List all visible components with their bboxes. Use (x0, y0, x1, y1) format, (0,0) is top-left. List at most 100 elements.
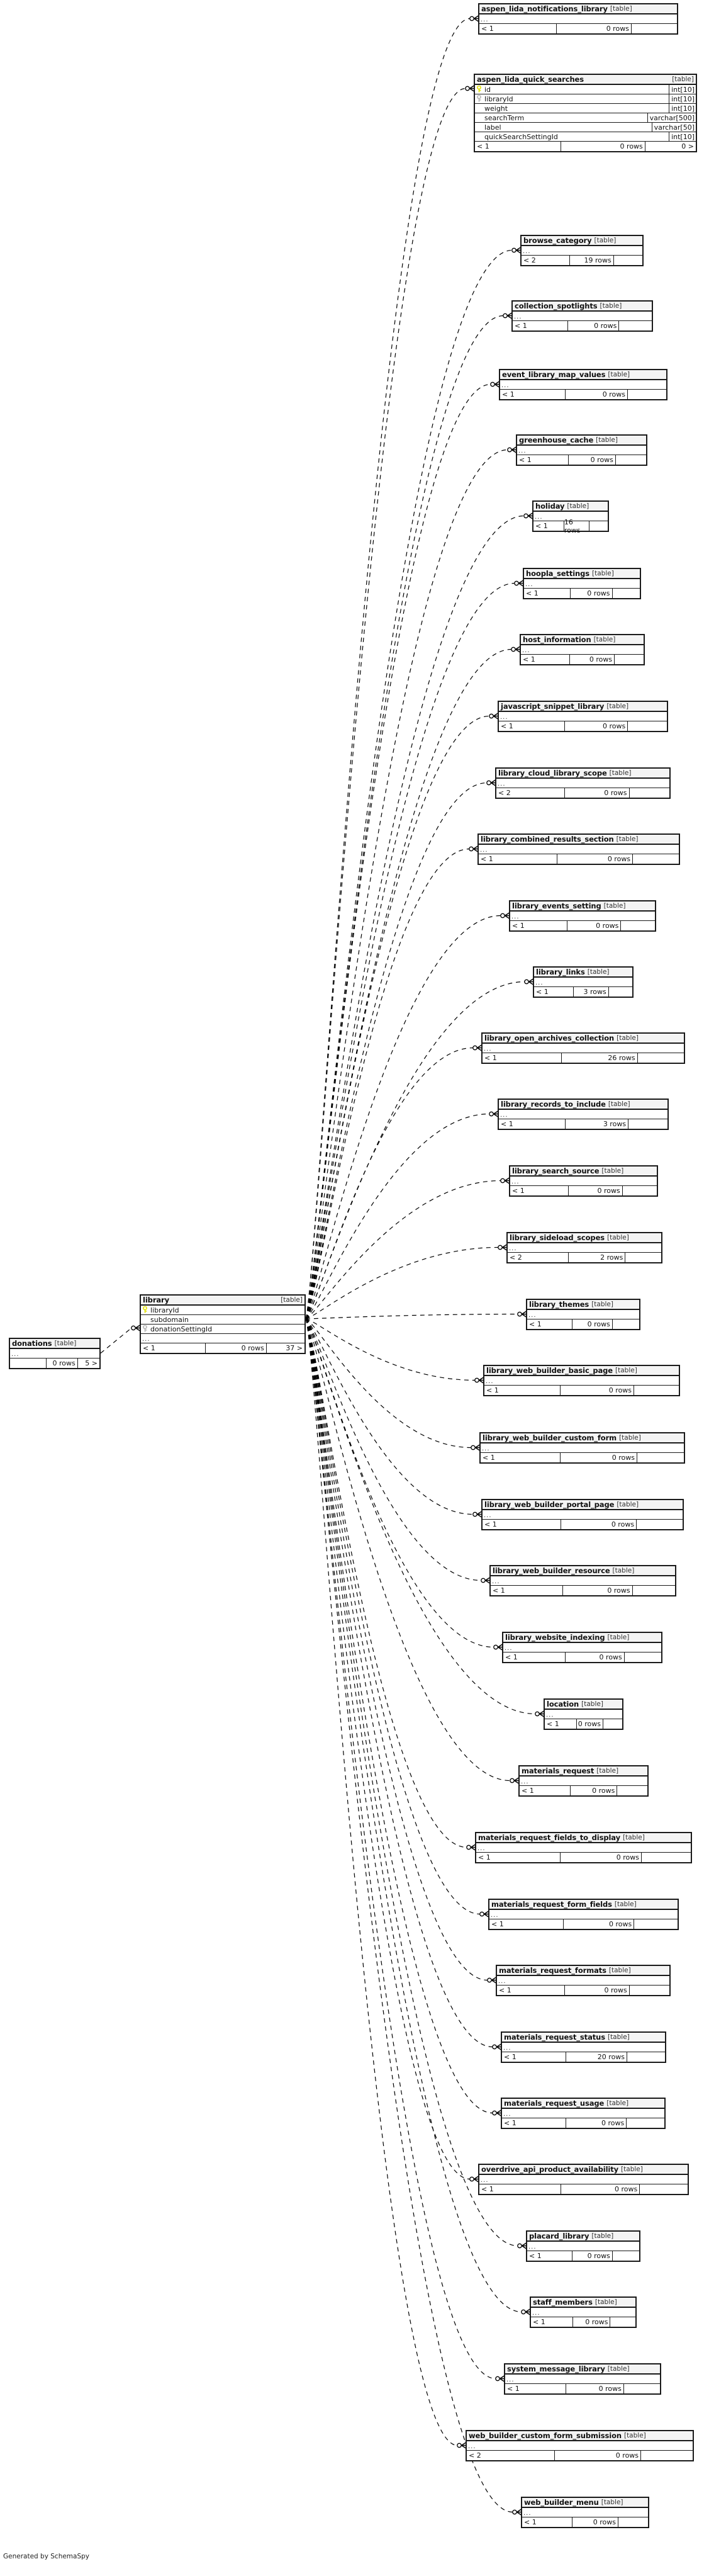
table-node-library_web_builder_portal_page[interactable]: library_web_builder_portal_page[table]..… (481, 1499, 684, 1530)
table-columns-ellipsis: ... (491, 1576, 675, 1586)
table-name: library_sideload_scopes (510, 1233, 605, 1242)
table-column-row[interactable]: subdomain (141, 1315, 304, 1325)
table-node-library_open_archives_collection[interactable]: library_open_archives_collection[table].… (481, 1032, 685, 1064)
table-name: location (547, 1699, 579, 1709)
table-header: library_web_builder_basic_page[table] (484, 1366, 679, 1376)
ellipsis-label: ... (481, 16, 489, 23)
row-count: 26 rows (561, 1053, 637, 1063)
table-columns-ellipsis: ... (499, 712, 667, 721)
table-name: hoopla_settings (526, 568, 590, 578)
table-node-web_builder_custom_form_submission[interactable]: web_builder_custom_form_submission[table… (466, 2430, 694, 2461)
column-type: int[10] (669, 85, 696, 94)
table-columns-ellipsis: ... (513, 312, 652, 321)
table-name: materials_request (522, 1766, 595, 1775)
cardinality-marker (521, 2308, 530, 2315)
relationship-edge (305, 249, 513, 1319)
table-header: library_open_archives_collection[table] (483, 1034, 684, 1044)
column-name: id (484, 85, 491, 94)
table-header: library_cloud_library_scope[table] (496, 769, 669, 779)
table-type-label: [table] (607, 2364, 630, 2373)
cardinality-marker (510, 1777, 519, 1784)
ellipsis-label: ... (11, 1351, 20, 1358)
table-header: aspen_lida_notifications_library[table] (479, 4, 677, 14)
table-node-overdrive_api_product_availability[interactable]: overdrive_api_product_availability[table… (478, 2164, 689, 2195)
relationship-edge (305, 315, 504, 1319)
table-node-materials_request_form_fields[interactable]: materials_request_form_fields[table]...<… (488, 1899, 679, 1930)
table-node-aspen_lida_notifications_library[interactable]: aspen_lida_notifications_library[table].… (478, 3, 678, 35)
ellipsis-label: ... (484, 1512, 492, 1519)
table-columns-ellipsis: ... (503, 1643, 661, 1652)
table-type-label: [table] (587, 968, 610, 976)
table-node-library_web_builder_resource[interactable]: library_web_builder_resource[table]...< … (489, 1565, 676, 1596)
child-relationship-count (632, 854, 679, 864)
parent-relationship-count: < 1 (519, 456, 532, 464)
table-node-materials_request_fields_to_display[interactable]: materials_request_fields_to_display[tabl… (475, 1832, 692, 1863)
child-relationship-count (627, 2052, 665, 2062)
table-type-label: [table] (623, 1833, 645, 1841)
row-count: 0 rows (572, 2517, 618, 2527)
relationship-edge (305, 1318, 522, 2313)
table-node-library_cloud_library_scope[interactable]: library_cloud_library_scope[table]...< 2… (495, 767, 671, 799)
table-type-label: [table] (595, 2298, 617, 2306)
table-columns-ellipsis: ... (527, 1310, 639, 1319)
table-node-library_web_builder_basic_page[interactable]: library_web_builder_basic_page[table]...… (483, 1365, 680, 1396)
column-type: int[10] (669, 94, 696, 103)
table-columns-ellipsis: ... (484, 1376, 679, 1386)
parent-relationship-count: < 1 (523, 655, 535, 664)
row-count: 0 rows (569, 589, 612, 598)
table-type-label: [table] (610, 4, 632, 13)
table-column-row[interactable]: donationSettingId (141, 1325, 304, 1334)
relationship-edge (305, 1318, 472, 1449)
table-name: library (143, 1295, 170, 1304)
parent-relationship-count: < 1 (547, 1720, 559, 1728)
ellipsis-label: ... (523, 248, 531, 255)
cardinality-marker (131, 1325, 140, 1331)
key-icon (141, 1306, 149, 1314)
table-name: library_search_source (512, 1166, 600, 1175)
table-node-library_web_builder_custom_form[interactable]: library_web_builder_custom_form[table]..… (479, 1432, 685, 1464)
table-type-label: [table] (614, 1900, 637, 1908)
parent-relationship-count: < 1 (493, 1586, 505, 1595)
table-header: donations[table] (10, 1339, 99, 1349)
table-header: library_web_builder_resource[table] (491, 1566, 675, 1576)
table-type-label: [table] (607, 2033, 630, 2041)
table-column-row[interactable]: id int[10] (475, 85, 696, 94)
table-column-row[interactable]: libraryId (141, 1306, 304, 1315)
table-node-library_combined_results_section[interactable]: library_combined_results_section[table].… (477, 833, 680, 865)
